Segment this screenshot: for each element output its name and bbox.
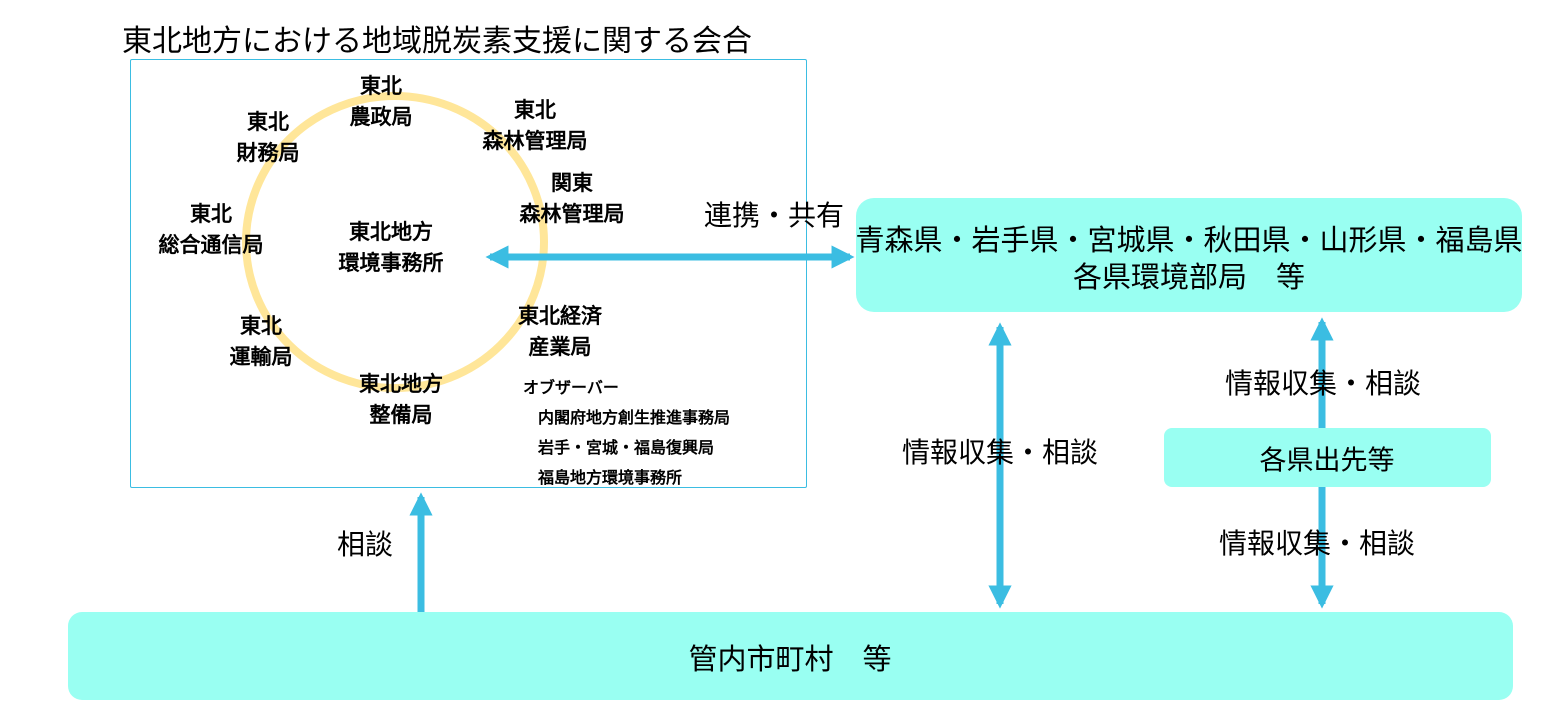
member-shinrin-kanto: 関東森林管理局 (519, 171, 625, 226)
member-shinrin-tohoku: 東北森林管理局 (482, 98, 588, 153)
member-keizai: 東北経済産業局 (518, 304, 602, 359)
cooperate-label: 連携・共有 (703, 199, 845, 232)
member-unyu: 東北運輸局 (229, 314, 293, 369)
branch-offices-box: 各県出先等 (1164, 428, 1491, 487)
municipalities-box: 管内市町村 等 (68, 612, 1513, 700)
prefectures-line2: 各県環境部局 等 (1072, 260, 1306, 294)
observer-label: オブザーバー (523, 378, 619, 397)
member-seibi: 東北地方整備局 (359, 372, 443, 427)
municipalities-label: 管内市町村 等 (688, 642, 892, 676)
prefectures-line1: 青森県・岩手県・宮城県・秋田県・山形県・福島県 (855, 223, 1523, 257)
diagram-title: 東北地方における地域脱炭素支援に関する会合 (122, 24, 752, 59)
branch-offices-label: 各県出先等 (1259, 445, 1395, 477)
observer-item: 内閣府地方創生推進事務局 (538, 408, 731, 427)
observer-item: 岩手・宮城・福島復興局 (538, 438, 715, 457)
member-nosei: 東北農政局 (349, 74, 413, 129)
info-branch-pref-label: 情報収集・相談 (1224, 367, 1422, 400)
meeting-frame (130, 59, 807, 488)
info-municipal-branch-label: 情報収集・相談 (1218, 527, 1416, 560)
member-zaimu: 東北財務局 (236, 110, 300, 165)
info-municipal-pref-label: 情報収集・相談 (901, 436, 1099, 469)
meeting-circle (242, 92, 548, 392)
observer-item: 福島地方環境事務所 (538, 468, 683, 487)
prefectures-box: 青森県・岩手県・宮城県・秋田県・山形県・福島県 各県環境部局 等 (855, 198, 1523, 312)
member-tsushin: 東北総合通信局 (158, 202, 264, 257)
meeting-host: 東北地方環境事務所 (338, 220, 444, 275)
consult-label: 相談 (336, 528, 394, 561)
